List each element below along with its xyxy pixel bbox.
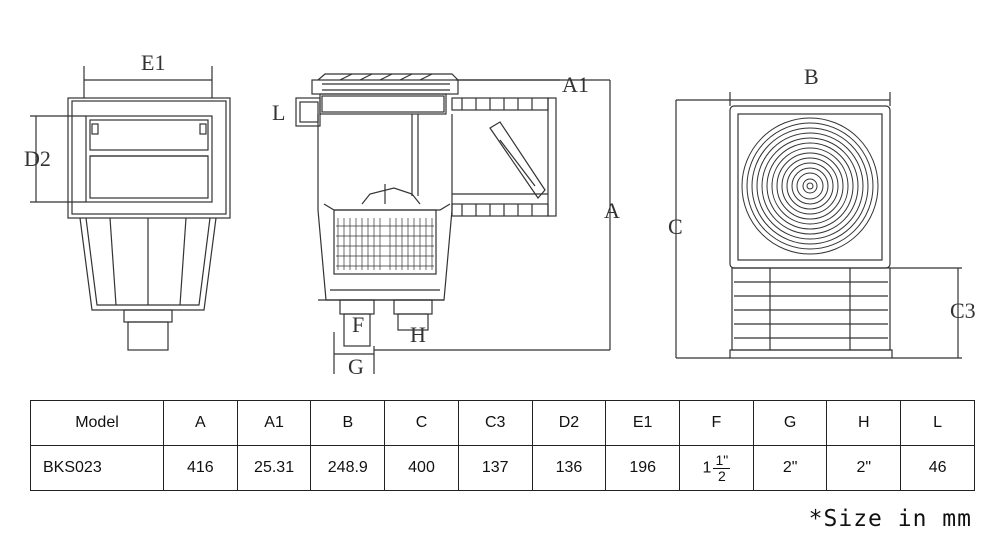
label-a: A <box>604 198 620 223</box>
header-cell: Model <box>30 400 164 446</box>
header-cell: B <box>310 400 386 446</box>
label-l: L <box>272 100 285 125</box>
f-fraction: 1"2 <box>713 451 731 484</box>
table-header-row: Model A A1 B C C3 D2 E1 F G H L <box>30 400 975 446</box>
face-view <box>675 92 962 359</box>
label-d2: D2 <box>24 146 51 171</box>
header-cell: C <box>384 400 459 446</box>
value-cell-b: 248.9 <box>310 445 386 491</box>
label-g: G <box>348 354 364 379</box>
value-cell-d2: 136 <box>531 445 607 491</box>
label-b: B <box>804 64 819 89</box>
label-f: F <box>352 312 364 337</box>
label-a1: A1 <box>562 72 589 97</box>
label-c: C <box>668 214 683 239</box>
header-cell: G <box>752 400 828 446</box>
value-cell-l: 46 <box>900 445 975 491</box>
side-view-pipes <box>333 80 611 374</box>
label-c3: C3 <box>950 298 976 323</box>
value-cell-c3: 137 <box>457 445 533 491</box>
header-cell: L <box>900 400 975 446</box>
f-whole: 1 <box>702 459 712 476</box>
value-cell-a1: 25.31 <box>236 445 312 491</box>
label-e1: E1 <box>141 50 165 75</box>
header-cell: A1 <box>236 400 312 446</box>
f-denominator: 2 <box>717 467 726 484</box>
value-cell-h: 2" <box>826 445 902 491</box>
value-cell-g: 2" <box>752 445 828 491</box>
header-cell: E1 <box>605 400 681 446</box>
skimmer-technical-drawing: E1 D2 L A1 A F H G B C C3 <box>24 50 976 379</box>
header-cell: H <box>826 400 902 446</box>
side-view <box>295 73 610 301</box>
dimension-table: Model A A1 B C C3 D2 E1 F G H L BKS023 4… <box>30 400 975 491</box>
value-cell-e1: 196 <box>605 445 681 491</box>
basket-mesh <box>336 218 434 270</box>
value-cell-a: 416 <box>163 445 238 491</box>
header-cell: F <box>679 400 754 446</box>
face-grate-rings <box>741 117 879 255</box>
front-view <box>30 66 231 351</box>
header-cell: C3 <box>457 400 533 446</box>
header-cell: D2 <box>531 400 607 446</box>
f-numerator: 1" <box>713 451 731 469</box>
table-row: BKS023 416 25.31 248.9 400 137 136 196 1… <box>30 445 975 491</box>
units-note: *Size in mm <box>808 506 972 532</box>
label-h: H <box>410 322 426 347</box>
value-cell-c: 400 <box>384 445 459 491</box>
header-cell: A <box>163 400 238 446</box>
model-cell: BKS023 <box>30 445 164 491</box>
